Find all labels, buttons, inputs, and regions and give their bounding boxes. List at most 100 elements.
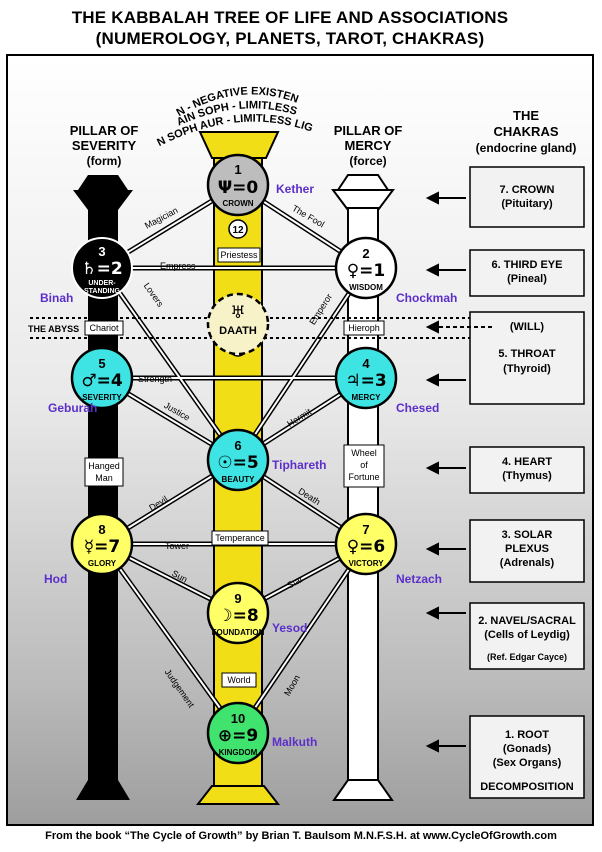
name-kether: Kether: [276, 182, 314, 196]
sephirah-tiphareth: 6 ☉=5 BEAUTY: [206, 428, 270, 492]
chakra-throat-line-2: (Thyroid): [503, 363, 551, 375]
abyss-label: THE ABYSS: [28, 324, 79, 334]
path-judgement: Judgement: [163, 667, 197, 710]
path-12-marker: [228, 219, 248, 239]
malkuth-number: 10: [231, 711, 245, 726]
netzach-circle: [334, 512, 398, 576]
name-yesod: Yesod: [272, 621, 307, 635]
chakras-heading-3: (endocrine gland): [476, 141, 577, 155]
chakra-sacral-box: [469, 602, 585, 670]
chakra-sacral-line-1: 2. NAVEL/SACRAL: [478, 615, 576, 627]
binah-label-1: UNDER-: [88, 280, 116, 287]
path-priestess: Priestess: [220, 250, 258, 260]
chakra-root-box: [469, 715, 585, 799]
severity-heading-2: SEVERITY: [72, 138, 137, 153]
sephirah-yesod: 9 ☽=8 FOUNDATION: [206, 581, 270, 645]
name-malkuth: Malkuth: [272, 735, 317, 749]
path-world: World: [227, 675, 250, 685]
chakra-solar-line-2: PLEXUS: [505, 543, 549, 555]
netzach-label: VICTORY: [348, 559, 384, 568]
kether-number: 1: [234, 162, 241, 177]
kether-label: CROWN: [222, 199, 253, 208]
chesed-circle: [334, 346, 398, 410]
path-empress: Empress: [160, 261, 196, 271]
chockmah-equation: ♀=1: [347, 261, 386, 281]
daath-label: DAATH: [219, 325, 257, 337]
yesod-equation: ☽=8: [217, 606, 258, 626]
malkuth-circle: [206, 701, 270, 765]
hod-number: 8: [98, 522, 105, 537]
chakra-solar-line-1: 3. SOLAR: [502, 529, 553, 541]
sephirah-malkuth: 10 ⊕=9 KINGDOM: [206, 701, 270, 765]
chesed-equation: ♃=3: [345, 371, 386, 391]
path-hanged-2: Man: [95, 473, 113, 483]
chesed-label: MERCY: [352, 393, 382, 402]
binah-circle: [71, 237, 133, 299]
sephirah-geburah: 5 ♂=4 SEVERITY: [70, 346, 134, 410]
hod-circle: [70, 512, 134, 576]
chakra-third-eye-line-2: (Pineal): [507, 273, 547, 285]
ain-line-3: AIN SOPH AUR - LIMITLESS LIGHT: [0, 0, 314, 149]
sephirah-netzach: 7 ♀=6 VICTORY: [334, 512, 398, 576]
chakra-sacral-note: (Ref. Edgar Cayce): [487, 652, 567, 662]
path-wheel-3: Fortune: [348, 472, 379, 482]
geburah-equation: ♂=4: [81, 371, 122, 391]
kether-equation: Ψ=0: [218, 178, 259, 198]
netzach-equation: ♀=6: [347, 537, 386, 557]
name-geburah: Geburah: [48, 401, 97, 415]
chakras-heading-1: THE: [513, 108, 539, 123]
sephirah-hod: 8 ☿=7 GLORY: [70, 512, 134, 576]
pillar-severity-cap: [78, 175, 128, 190]
severity-heading-1: PILLAR OF: [70, 123, 139, 138]
sephirah-daath: ♅ DAATH: [206, 292, 270, 356]
chakra-throat-line-1: 5. THROAT: [498, 348, 556, 360]
severity-heading-3: (form): [87, 154, 122, 168]
yesod-number: 9: [234, 591, 241, 606]
chakra-root-line-1: 1. ROOT: [505, 729, 549, 741]
path-chariot: Chariot: [89, 323, 119, 333]
sephirah-kether: 1 Ψ=0 CROWN: [206, 153, 270, 217]
kether-circle: [206, 153, 270, 217]
pillar-severity-shaft: [88, 208, 118, 786]
pillar-severity-base: [76, 780, 130, 800]
box-chariot: [84, 320, 124, 336]
name-tiphareth: Tiphareth: [272, 458, 326, 472]
pillar-severity-capital: [73, 190, 133, 210]
path-strength: Strength: [138, 374, 172, 384]
footer-credit: From the book “The Cycle of Growth” by B…: [45, 830, 557, 842]
tiphareth-circle: [206, 428, 270, 492]
pillar-mercy-base: [332, 779, 394, 801]
path-hanged-1: Hanged: [88, 461, 120, 471]
mercy-heading-2: MERCY: [345, 138, 392, 153]
title-line-1: THE KABBALAH TREE OF LIFE AND ASSOCIATIO…: [71, 8, 509, 27]
middle-pillar-base: [195, 785, 281, 805]
box-world: [221, 672, 257, 688]
binah-equation: ♄=2: [81, 259, 122, 279]
hod-equation: ☿=7: [84, 537, 121, 557]
name-hod: Hod: [44, 572, 67, 586]
chakras-heading-2: CHAKRAS: [494, 124, 559, 139]
chakra-root-note: DECOMPOSITION: [480, 781, 574, 793]
path-lovers: Lovers: [142, 281, 166, 309]
daath-symbol: ♅: [230, 303, 245, 323]
sephirah-chockmah: 2 ♀=1 WISDOM: [334, 236, 398, 300]
path-tower: Tower: [165, 541, 189, 551]
sephirah-binah: 3 ♄=2 UNDER- STANDING: [71, 237, 133, 299]
path-moon: Moon: [282, 673, 302, 697]
box-wheel: [343, 444, 385, 488]
path-12-label: 12: [232, 225, 244, 236]
tiphareth-equation: ☉=5: [217, 453, 258, 473]
box-hanged: [84, 457, 124, 487]
path-wheel-2: of: [360, 460, 368, 470]
chakra-heart-line-1: 4. HEART: [502, 456, 552, 468]
chakra-crown-line-2: (Pituitary): [501, 198, 553, 210]
netzach-number: 7: [362, 522, 369, 537]
name-chockmah: Chockmah: [396, 291, 457, 305]
chakra-third-eye-line-1: 6. THIRD EYE: [492, 259, 563, 271]
malkuth-label: KINGDOM: [219, 748, 258, 757]
name-netzach: Netzach: [396, 572, 442, 586]
chakra-heart-box: [469, 446, 585, 494]
chockmah-number: 2: [362, 246, 369, 261]
name-chesed: Chesed: [396, 401, 439, 415]
chakra-third-eye-box: [469, 249, 585, 297]
